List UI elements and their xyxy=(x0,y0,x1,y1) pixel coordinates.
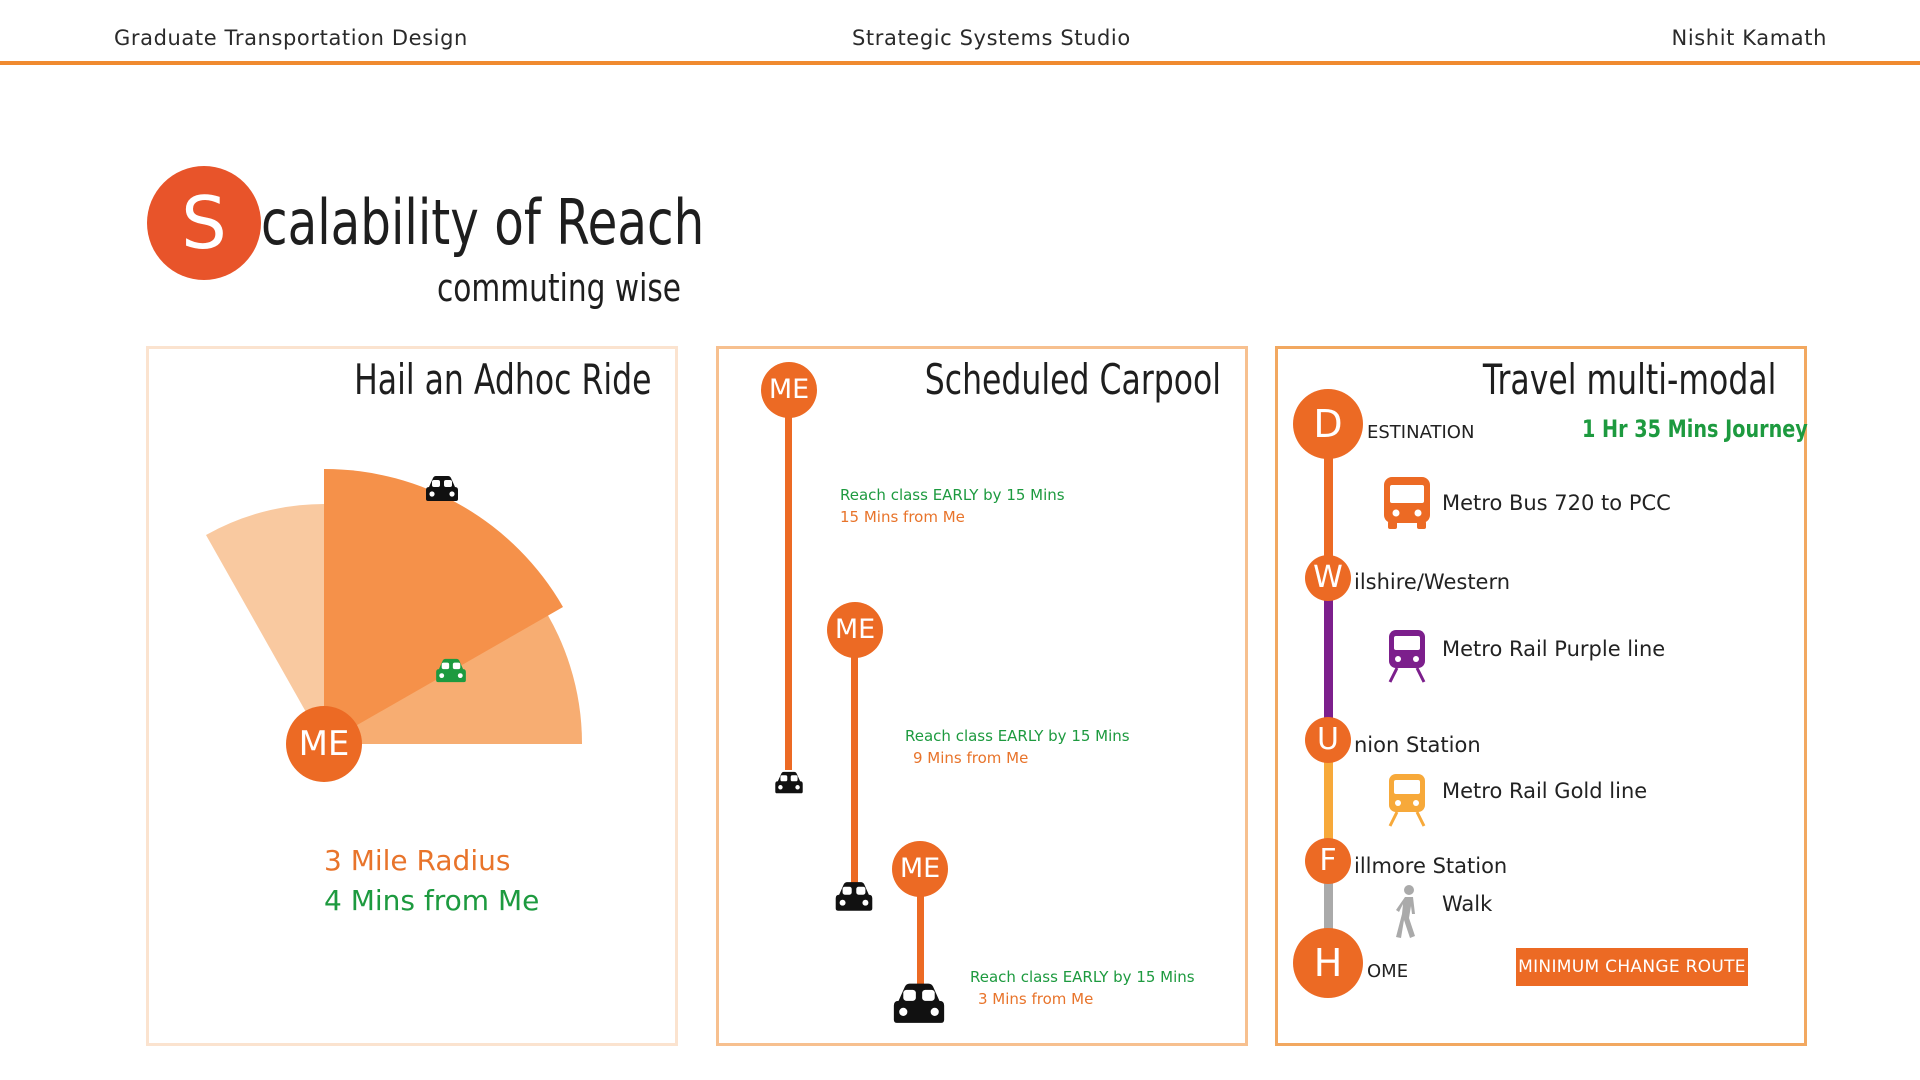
header-center-text: Strategic Systems Studio xyxy=(852,26,1131,50)
car-front-icon xyxy=(893,983,945,1023)
train-icon xyxy=(1388,630,1426,683)
title-initial-circle: S xyxy=(147,166,261,280)
carpool-time-text-1: 15 Mins from Me xyxy=(840,508,965,526)
carpool-early-text-1: Reach class EARLY by 15 Mins xyxy=(840,486,1065,504)
carpool-early-text-3: Reach class EARLY by 15 Mins xyxy=(970,968,1195,986)
header-left-text: Graduate Transportation Design xyxy=(114,26,468,50)
station-wilshire-marker: W xyxy=(1305,555,1351,601)
station-home-label: OME xyxy=(1367,961,1409,982)
station-fillmore-label: illmore Station xyxy=(1354,854,1508,878)
multimodal-panel-title: Travel multi-modal xyxy=(1482,355,1776,404)
carpool-time-text-2: 9 Mins from Me xyxy=(913,749,1029,767)
leg-walk-label: Walk xyxy=(1442,892,1493,916)
car-front-icon xyxy=(775,771,803,794)
header-right-text: Nishit Kamath xyxy=(1671,26,1827,50)
carpool-me-marker-1: ME xyxy=(761,362,817,418)
adhoc-panel-title: Hail an Adhoc Ride xyxy=(353,355,651,404)
train-icon xyxy=(1388,774,1426,827)
station-union-marker: U xyxy=(1305,717,1351,763)
station-wilshire-label: ilshire/Western xyxy=(1354,570,1511,594)
header-rule xyxy=(0,61,1920,65)
title-text: calability of Reach xyxy=(261,186,705,259)
car-front-icon xyxy=(436,658,466,683)
station-home-marker: H xyxy=(1293,928,1363,998)
journey-duration: 1 Hr 35 Mins Journey xyxy=(1582,415,1808,443)
carpool-early-text-2: Reach class EARLY by 15 Mins xyxy=(905,727,1130,745)
me-marker: ME xyxy=(286,706,362,782)
carpool-panel-title: Scheduled Carpool xyxy=(924,355,1221,404)
station-destination-marker: D xyxy=(1293,389,1363,459)
car-front-icon xyxy=(426,476,458,501)
leg-purple-label: Metro Rail Purple line xyxy=(1442,637,1666,661)
minimum-change-route-button[interactable]: MINIMUM CHANGE ROUTE xyxy=(1516,948,1748,986)
walking-person-icon xyxy=(1396,885,1415,938)
radius-label: 3 Mile Radius xyxy=(324,844,511,877)
subtitle-text: commuting wise xyxy=(437,266,682,310)
station-destination-label: ESTINATION xyxy=(1367,422,1475,443)
bus-icon xyxy=(1384,477,1430,529)
adhoc-ride-panel: Hail an Adhoc Ride xyxy=(146,346,678,1046)
scheduled-carpool-panel: Scheduled Carpool xyxy=(716,346,1248,1046)
leg-gold-label: Metro Rail Gold line xyxy=(1442,779,1648,803)
carpool-time-text-3: 3 Mins from Me xyxy=(978,990,1094,1008)
car-front-icon xyxy=(835,882,873,911)
multimodal-panel: Travel multi-modal xyxy=(1275,346,1807,1046)
carpool-me-marker-3: ME xyxy=(892,841,948,897)
leg-bus-label: Metro Bus 720 to PCC xyxy=(1442,491,1671,515)
carpool-me-marker-2: ME xyxy=(827,602,883,658)
time-label: 4 Mins from Me xyxy=(324,884,540,917)
station-union-label: nion Station xyxy=(1354,733,1481,757)
station-fillmore-marker: F xyxy=(1305,838,1351,884)
